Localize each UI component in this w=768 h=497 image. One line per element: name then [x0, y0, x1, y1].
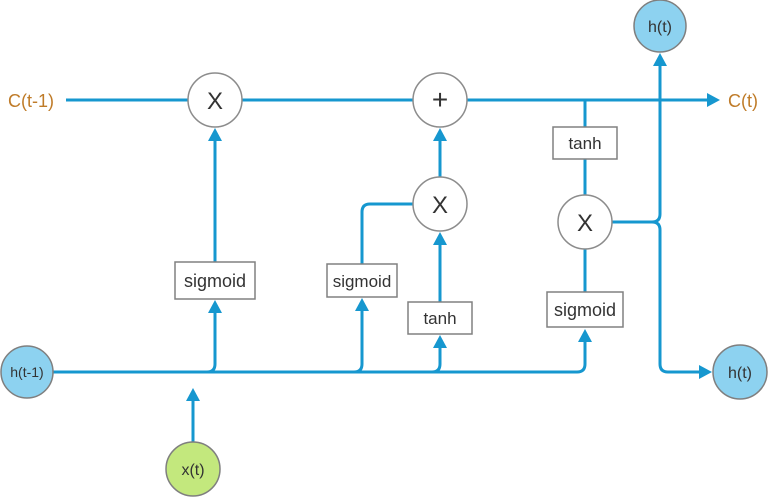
- output-multiply-circle: [557, 194, 613, 250]
- forget-multiply-circle: [187, 72, 243, 128]
- wire-branch-input: [353, 311, 364, 374]
- input-multiply-circle: [412, 176, 468, 232]
- wire-output-up: [612, 66, 662, 224]
- hidden-out-right-label: h(t): [728, 365, 752, 382]
- arrowhead-into-hidden-out-right: [699, 365, 712, 379]
- wire-branch-candidate: [431, 348, 442, 374]
- arrowhead-cell-state-out: [707, 93, 720, 107]
- candidate-tanh-label: tanh: [423, 309, 456, 328]
- cell-tanh-box: [552, 126, 618, 160]
- hidden-out-top-node: [633, 0, 687, 53]
- wire-hidden-state: [53, 342, 587, 374]
- cell-state-out-label: C(t): [728, 91, 758, 111]
- wire-branch-forget: [206, 313, 217, 374]
- output-sigmoid-label: sigmoid: [554, 300, 616, 320]
- cell-state-in-label: C(t-1): [8, 91, 54, 111]
- output-sigmoid-box: [546, 291, 624, 328]
- arrowhead-into-add: [433, 128, 447, 141]
- forget-multiply-symbol: X: [207, 88, 223, 115]
- candidate-tanh-box: [407, 301, 473, 335]
- input-node: [165, 441, 221, 497]
- hidden-out-top-label: h(t): [648, 19, 672, 36]
- arrowhead-input-x: [186, 388, 200, 401]
- add-symbol: +: [432, 84, 448, 115]
- output-multiply-symbol: X: [577, 210, 593, 237]
- wire-output-down: [651, 220, 699, 374]
- arrowhead-into-input-sigmoid: [355, 298, 369, 311]
- hidden-in-node: [0, 345, 54, 399]
- arrowhead-into-candidate-tanh: [433, 335, 447, 348]
- arrowhead-into-output-sigmoid: [578, 329, 592, 342]
- arrowhead-into-input-multiply: [433, 232, 447, 245]
- input-sigmoid-box: [326, 263, 398, 298]
- wire-input-sigmoid-to-multiply: [360, 202, 413, 264]
- hidden-in-label: h(t-1): [10, 364, 43, 380]
- arrowhead-into-forget-multiply: [208, 128, 222, 141]
- hidden-out-right-node: [712, 344, 768, 400]
- cell-tanh-label: tanh: [568, 134, 601, 153]
- arrowhead-into-forget-sigmoid: [208, 300, 222, 313]
- forget-sigmoid-box: [174, 261, 256, 300]
- forget-sigmoid-label: sigmoid: [184, 271, 246, 291]
- add-circle: [412, 72, 468, 128]
- input-label: x(t): [181, 462, 204, 479]
- arrowhead-into-hidden-out-top: [653, 53, 667, 66]
- input-multiply-symbol: X: [432, 192, 448, 219]
- input-sigmoid-label: sigmoid: [333, 272, 392, 291]
